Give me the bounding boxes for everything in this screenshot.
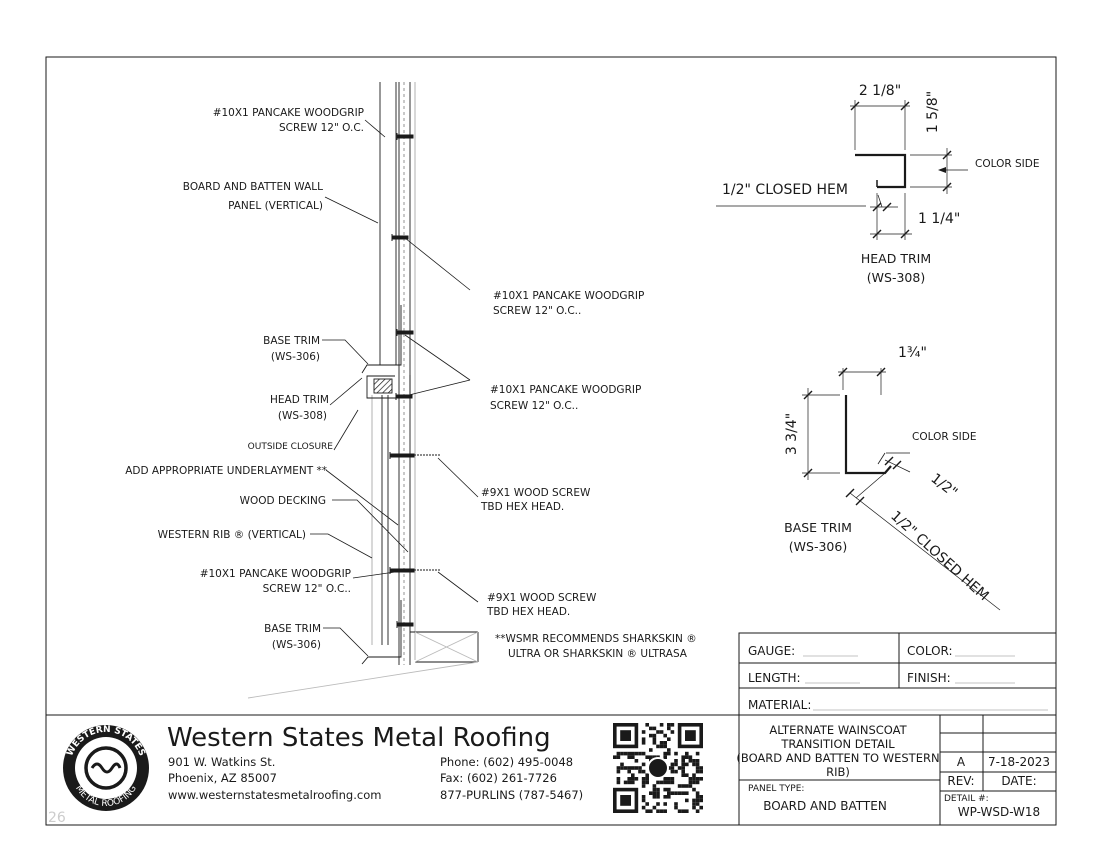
label-outside-closure: OUTSIDE CLOSURE: [248, 442, 334, 452]
detail-number: WP-WSD-W18: [958, 805, 1040, 819]
panel-type-value: BOARD AND BATTEN: [763, 799, 887, 813]
page-number: 26: [48, 810, 66, 826]
company-fax: Fax: (602) 261-7726: [440, 771, 557, 785]
company-info: Western States Metal Roofing 901 W. Watk…: [48, 723, 583, 826]
drawing-title-2: TRANSITION DETAIL: [780, 737, 895, 751]
gauge-label: GAUGE:: [748, 644, 795, 658]
detail-number-label: DETAIL #:: [944, 794, 989, 804]
label-wood-decking: WOOD DECKING: [240, 495, 326, 507]
screw-icon: [389, 568, 415, 573]
material-table: GAUGE: COLOR: LENGTH: FINISH: MATERIAL:: [738, 632, 1057, 716]
qr-code: [613, 723, 703, 813]
label-wood-screw-a-2: TBD HEX HEAD.: [480, 501, 564, 513]
label-screw-pair-2: SCREW 12" O.C..: [490, 400, 578, 412]
drawing-title-4: RIB): [826, 765, 850, 779]
screw-fasteners: [389, 133, 440, 628]
screw-icon: [395, 394, 413, 399]
company-phone: Phone: (602) 495-0048: [440, 755, 573, 769]
label-screw-mid-2: SCREW 12" O.C..: [493, 305, 581, 317]
label-wood-screw-b: #9X1 WOOD SCREW: [487, 592, 597, 604]
color-label: COLOR:: [907, 644, 953, 658]
base-trim-dim-half: 1/2": [928, 471, 961, 501]
label-base-trim-low: BASE TRIM: [264, 623, 321, 635]
company-name: Western States Metal Roofing: [167, 723, 551, 753]
date-label: DATE:: [1001, 774, 1036, 788]
material-label: MATERIAL:: [748, 698, 811, 712]
label-wood-screw-a: #9X1 WOOD SCREW: [481, 487, 591, 499]
base-trim-dim-top: 1¾": [898, 345, 927, 361]
title-block: ALTERNATE WAINSCOAT TRANSITION DETAIL (B…: [736, 715, 1056, 825]
rev-label: REV:: [947, 774, 974, 788]
label-screw-top-2: SCREW 12" O.C.: [279, 122, 364, 134]
label-bb-panel-2: PANEL (VERTICAL): [228, 200, 323, 212]
length-label: LENGTH:: [748, 671, 801, 685]
label-screw-low: #10X1 PANCAKE WOODGRIP: [200, 568, 351, 580]
drawing-title-3: (BOARD AND BATTEN TO WESTERN: [736, 751, 939, 765]
screw-icon: [396, 134, 414, 139]
base-trim-hem: 1/2" CLOSED HEM: [887, 508, 991, 604]
head-trim-dim-side: 1 5/8": [925, 91, 941, 133]
head-trim-profile: 2 1/8" 1 5/8" COLOR SIDE 1/2" CLOSED HEM…: [716, 83, 1039, 285]
screw-icon: [396, 330, 414, 335]
screw-icon: [389, 453, 415, 458]
label-wood-screw-b-2: TBD HEX HEAD.: [486, 606, 570, 618]
company-tollfree: 877-PURLINS (787-5467): [440, 788, 583, 802]
label-base-trim-low-2: (WS-306): [272, 639, 321, 651]
label-underlayment: ADD APPROPRIATE UNDERLAYMENT **: [125, 465, 327, 477]
company-website: www.westernstatesmetalroofing.com: [168, 788, 381, 802]
base-trim-color-side: COLOR SIDE: [912, 431, 976, 443]
label-base-trim-2: (WS-306): [271, 351, 320, 363]
section-labels: #10X1 PANCAKE WOODGRIP SCREW 12" O.C. BO…: [125, 107, 697, 660]
label-screw-pair: #10X1 PANCAKE WOODGRIP: [490, 384, 641, 396]
head-trim-hem: 1/2" CLOSED HEM: [722, 182, 848, 198]
base-trim-dim-side: 3 3/4": [784, 413, 800, 455]
label-base-trim: BASE TRIM: [263, 335, 320, 347]
head-trim-color-side: COLOR SIDE: [975, 158, 1039, 170]
label-head-trim-2: (WS-308): [278, 410, 327, 422]
label-head-trim: HEAD TRIM: [270, 394, 329, 406]
wall-section-detail: [247, 82, 479, 699]
head-trim-title-2: (WS-308): [867, 270, 925, 285]
base-trim-profile: 1¾" 3 3/4" COLOR SIDE 1/2" 1/2" CLOSED H…: [784, 345, 1001, 611]
label-screw-top: #10X1 PANCAKE WOODGRIP: [213, 107, 364, 119]
screw-icon: [396, 622, 414, 627]
company-logo: WESTERN STATES METAL ROOFING: [63, 725, 149, 811]
note-sharkskin-2: ULTRA OR SHARKSKIN ® ULTRASA: [508, 648, 688, 660]
note-sharkskin: **WSMR RECOMMENDS SHARKSKIN ®: [495, 633, 697, 645]
label-bb-panel: BOARD AND BATTEN WALL: [183, 181, 323, 193]
head-trim-dim-bottom: 1 1/4": [918, 211, 960, 227]
sheet-border: [45, 56, 1057, 826]
company-address-1: 901 W. Watkins St.: [168, 755, 275, 769]
head-trim-title: HEAD TRIM: [861, 251, 931, 266]
company-address-2: Phoenix, AZ 85007: [168, 771, 277, 785]
leader-lines: [310, 119, 479, 657]
finish-label: FINISH:: [907, 671, 951, 685]
label-western-rib: WESTERN RIB ® (VERTICAL): [158, 529, 306, 541]
label-screw-mid: #10X1 PANCAKE WOODGRIP: [493, 290, 644, 302]
date-value: 7-18-2023: [988, 755, 1050, 769]
base-trim-title: BASE TRIM: [784, 520, 852, 535]
base-trim-title-2: (WS-306): [789, 539, 847, 554]
label-screw-low-2: SCREW 12" O.C..: [263, 583, 351, 595]
head-trim-dim-top: 2 1/8": [859, 83, 901, 99]
panel-type-label: PANEL TYPE:: [748, 784, 804, 794]
rev-value: A: [957, 755, 966, 769]
drawing-title: ALTERNATE WAINSCOAT: [769, 723, 907, 737]
